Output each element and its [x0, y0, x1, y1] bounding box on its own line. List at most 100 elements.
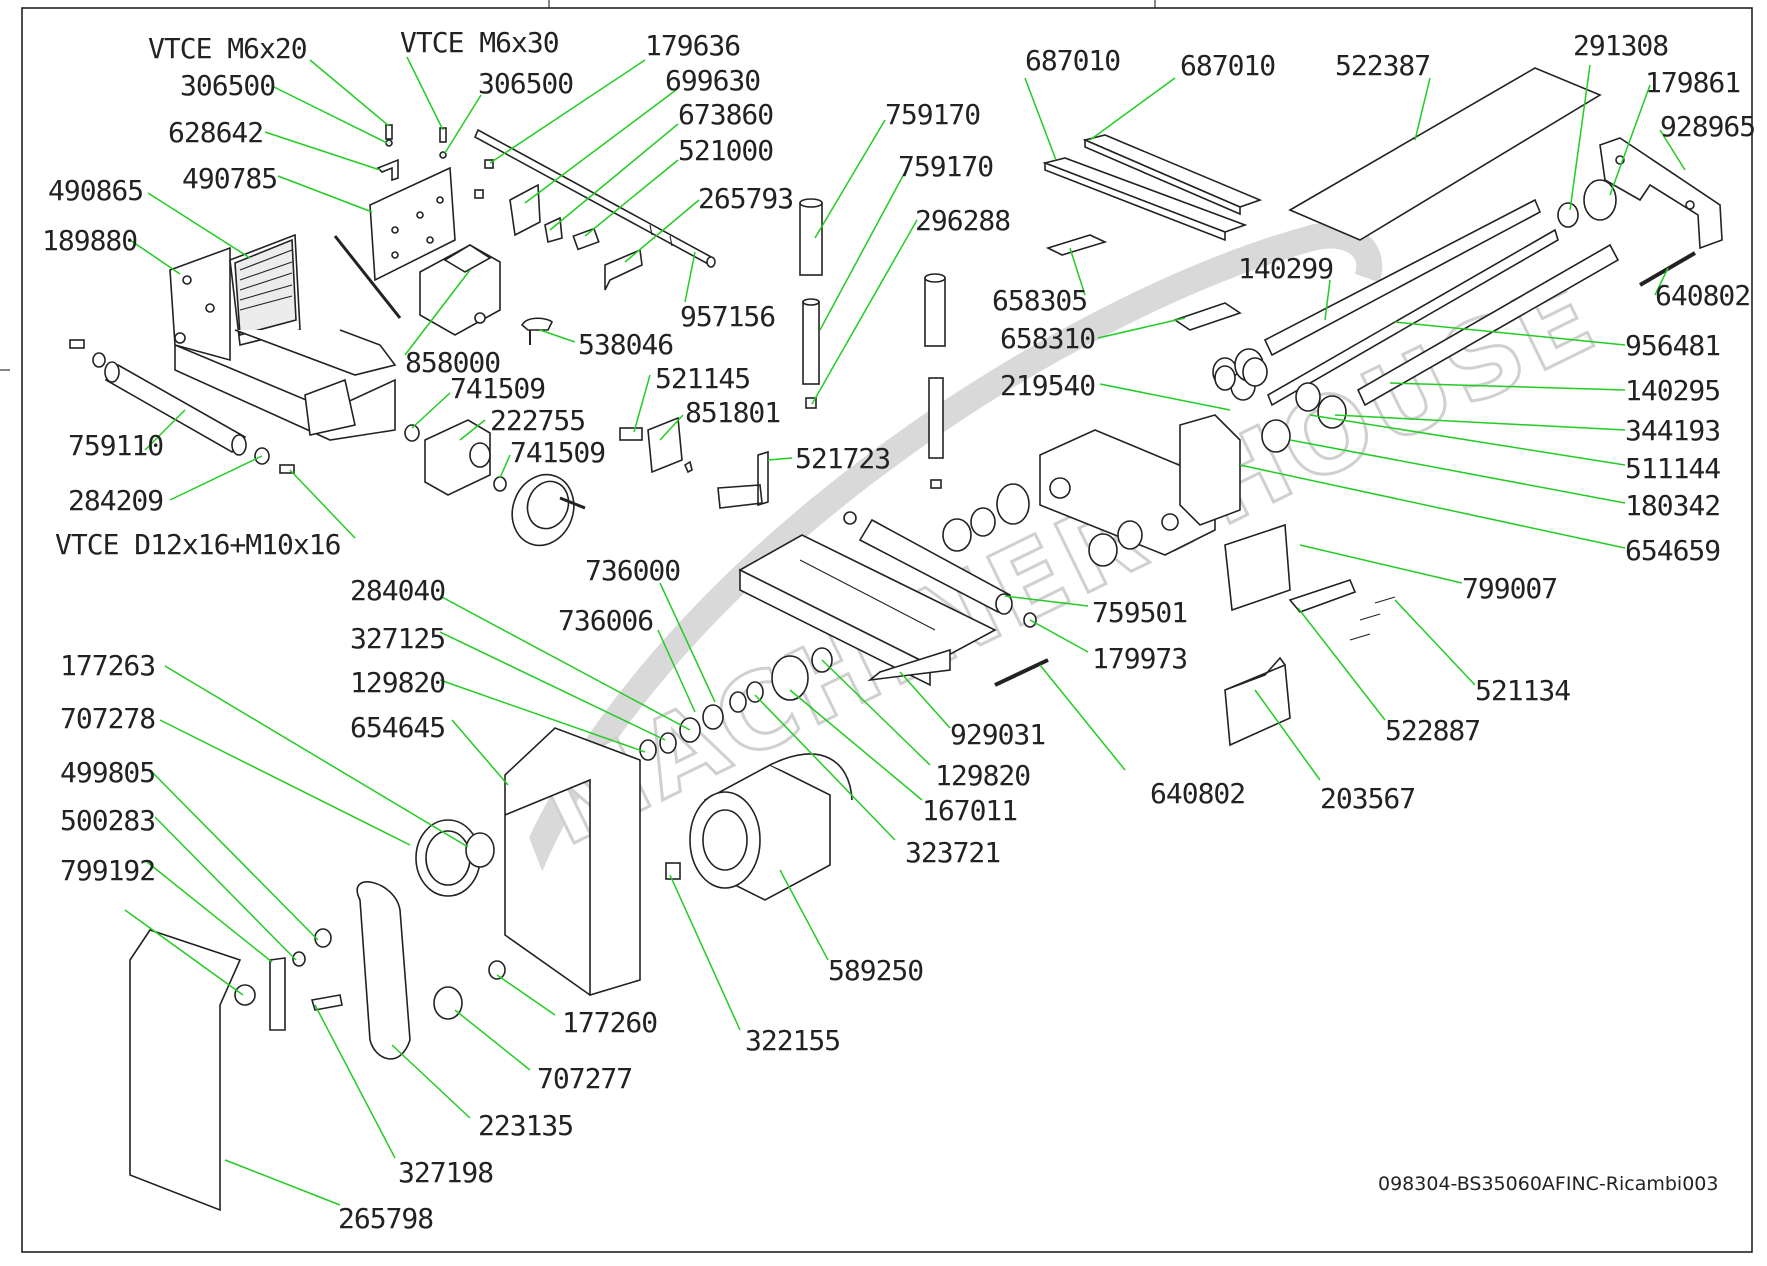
guard-654645: [504, 727, 641, 997]
label-327198: 327198: [398, 1156, 493, 1189]
label-673860: 673860: [678, 98, 773, 131]
label-511144: 511144: [1625, 452, 1720, 485]
label-658310: 658310: [1000, 322, 1095, 355]
label-736000: 736000: [585, 554, 680, 587]
label-759501: 759501: [1092, 596, 1187, 629]
label-522387: 522387: [1335, 49, 1430, 82]
label-vtce-d12: VTCE D12x16+M10x16: [55, 528, 341, 561]
label-741509-a: 741509: [450, 372, 545, 405]
label-499805: 499805: [60, 756, 155, 789]
label-687010-b: 687010: [1180, 49, 1275, 82]
label-203567: 203567: [1320, 782, 1415, 815]
label-vtce-m6x20: VTCE M6x20: [148, 32, 307, 65]
block-658310: [1173, 302, 1242, 331]
label-654659: 654659: [1625, 534, 1720, 567]
label-140295: 140295: [1625, 374, 1720, 407]
cover-265798: [129, 929, 242, 1212]
label-296288: 296288: [915, 204, 1010, 237]
label-vtce-m6x30: VTCE M6x30: [400, 26, 559, 59]
label-177263: 177263: [60, 649, 155, 682]
label-344193: 344193: [1625, 414, 1720, 447]
label-490865: 490865: [48, 174, 143, 207]
block-658305: [1045, 234, 1108, 256]
plate-699630: [509, 183, 541, 237]
label-323721: 323721: [905, 836, 1000, 869]
belt-223135: [356, 881, 411, 1060]
label-180342: 180342: [1625, 489, 1720, 522]
pin-759170-a: [799, 202, 823, 276]
label-654645: 654645: [350, 711, 445, 744]
label-140299: 140299: [1238, 252, 1333, 285]
label-265793: 265793: [698, 182, 793, 215]
label-284209: 284209: [68, 484, 163, 517]
label-759110: 759110: [68, 429, 163, 462]
bracket-928965: [1599, 137, 1723, 250]
label-741509-b: 741509: [510, 436, 605, 469]
housing-654659: [1039, 414, 1241, 556]
label-799007: 799007: [1462, 572, 1557, 605]
label-928965: 928965: [1660, 110, 1755, 143]
label-522887: 522887: [1385, 714, 1480, 747]
slides-687010: [1042, 134, 1263, 242]
label-521145: 521145: [655, 362, 750, 395]
label-490785: 490785: [182, 162, 277, 195]
pin-296288: [924, 277, 946, 347]
label-851801: 851801: [685, 396, 780, 429]
hub-167011: [771, 655, 809, 701]
label-521134: 521134: [1475, 674, 1570, 707]
label-500283: 500283: [60, 804, 155, 837]
part-labels: VTCE M6x20 306500 628642 490785 490865 1…: [42, 26, 1756, 1235]
label-306500-b: 306500: [478, 67, 573, 100]
label-179973: 179973: [1092, 642, 1187, 675]
bracket-628642: [376, 158, 399, 182]
label-589250: 589250: [828, 954, 923, 987]
label-521000: 521000: [678, 134, 773, 167]
motor-589250: [689, 753, 853, 901]
handwheel: [511, 473, 586, 547]
shaft-957156: [473, 128, 716, 268]
block-858000: [419, 244, 501, 336]
label-759170-b: 759170: [898, 150, 993, 183]
cover-522387: [1288, 67, 1602, 241]
label-759170-a: 759170: [885, 98, 980, 131]
label-799192: 799192: [60, 854, 155, 887]
roller-140299: [1263, 198, 1542, 357]
frame-assembly-490865: [169, 233, 397, 441]
label-177260: 177260: [562, 1006, 657, 1039]
bracket-522887: [1288, 579, 1357, 613]
label-327125: 327125: [350, 622, 445, 655]
pin-759170-b: [802, 301, 820, 385]
shaft-956481: [1266, 228, 1559, 407]
label-521723: 521723: [795, 442, 890, 475]
plate-799007: [1224, 523, 1291, 612]
label-640802-a: 640802: [1655, 279, 1750, 312]
motor-222755: [424, 419, 491, 496]
label-129820-b: 129820: [935, 759, 1030, 792]
label-322155: 322155: [745, 1024, 840, 1057]
label-956481: 956481: [1625, 329, 1720, 362]
label-223135: 223135: [478, 1109, 573, 1142]
box-203567: [1224, 656, 1291, 747]
label-189880: 189880: [42, 224, 137, 257]
plate-490785: [369, 166, 456, 282]
label-265798: 265798: [338, 1202, 433, 1235]
label-707277: 707277: [537, 1062, 632, 1095]
label-687010-a: 687010: [1025, 44, 1120, 77]
label-858000: 858000: [405, 346, 500, 379]
label-129820-a: 129820: [350, 666, 445, 699]
label-538046: 538046: [578, 328, 673, 361]
label-222755: 222755: [490, 404, 585, 437]
drawing-border: [21, 7, 1753, 1253]
label-179861: 179861: [1645, 66, 1740, 99]
label-707278: 707278: [60, 702, 155, 735]
label-291308: 291308: [1573, 29, 1668, 62]
label-736006: 736006: [558, 604, 653, 637]
label-628642: 628642: [168, 116, 263, 149]
label-658305: 658305: [992, 284, 1087, 317]
label-284040: 284040: [350, 574, 445, 607]
roller-759501: [858, 518, 1012, 614]
label-957156: 957156: [680, 300, 775, 333]
bracket-265793: [604, 248, 643, 291]
label-167011: 167011: [922, 794, 1017, 827]
